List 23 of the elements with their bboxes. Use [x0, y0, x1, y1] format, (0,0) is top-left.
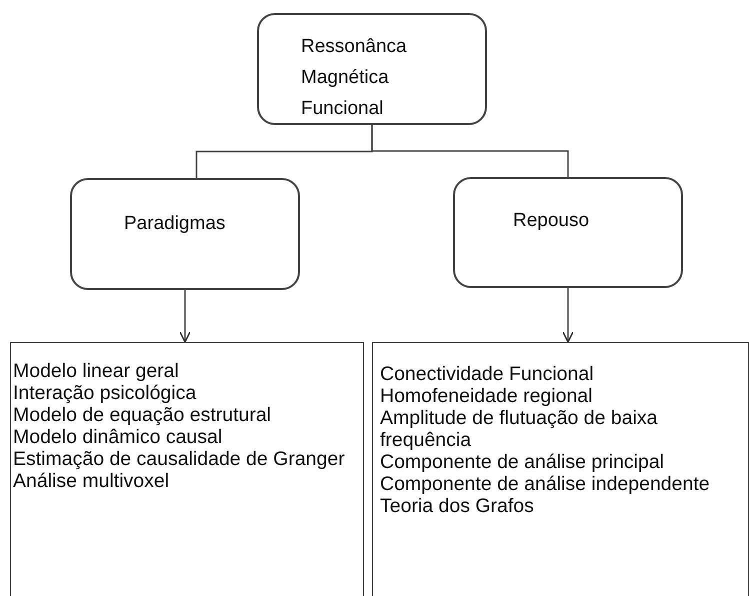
- list-item: Estimação de causalidade de Granger: [13, 448, 346, 470]
- list-item: Interação psicológica: [13, 382, 198, 404]
- list-item: Modelo de equação estrutural: [13, 404, 272, 426]
- arrow: [179, 290, 191, 343]
- process-box: [257, 13, 487, 125]
- list-item: Componente de análise principal: [380, 451, 666, 473]
- node-label: Ressonânca Magnética Funcional: [301, 35, 408, 121]
- list-item: Análise multivoxel: [13, 470, 170, 492]
- list-item: Conectividade Funcional: [380, 363, 595, 385]
- process-box: [453, 177, 683, 288]
- list-item: Amplitude de flutuação de baixa frequência: [380, 407, 659, 451]
- list-item: Modelo linear geral: [13, 360, 180, 382]
- list-box: [372, 342, 749, 596]
- list-item: Componente de análise independente: [380, 473, 711, 495]
- list-box: [10, 342, 364, 596]
- arrow: [562, 288, 574, 343]
- list-item: Teoria dos Grafos: [380, 495, 535, 517]
- list-item: Homofeneidade regional: [380, 385, 594, 407]
- process-box: [70, 178, 300, 290]
- node-label: Paradigmas: [124, 212, 226, 236]
- connector-line: [371, 125, 569, 177]
- node-label: Repouso: [513, 209, 590, 233]
- list-item: Modelo dinâmico causal: [13, 426, 224, 448]
